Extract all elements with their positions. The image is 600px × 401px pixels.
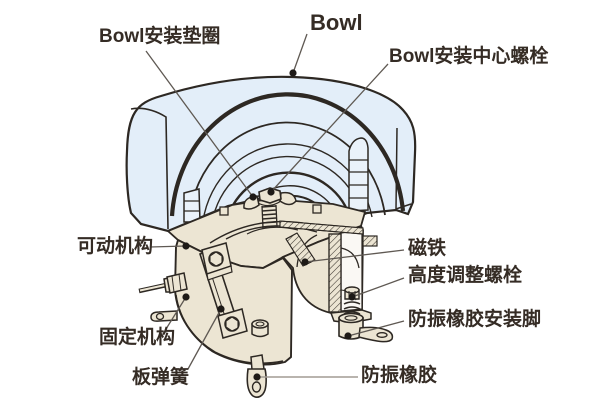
label-vibration-rubber: 防振橡胶 (361, 365, 438, 386)
leaf-spring-part (198, 242, 248, 339)
label-leaf-spring: 板弹簧 (132, 367, 190, 388)
bowl-track-step-right (348, 137, 369, 212)
bowl-track-step-left (183, 188, 201, 223)
label-fixed-mechanism: 固定机构 (99, 327, 176, 348)
vibration-rubber-part (246, 354, 267, 398)
bottom-nut (251, 319, 269, 338)
label-bowl-washer: Bowl安装垫圈 (99, 26, 221, 47)
coil-terminal (362, 235, 378, 247)
power-cable (138, 272, 188, 294)
label-bowl-center-bolt: Bowl安装中心螺栓 (389, 46, 549, 67)
label-vibration-rubber-foot: 防振橡胶安装脚 (408, 309, 542, 330)
leader-lines (145, 33, 405, 381)
plate-section-hatch (279, 220, 364, 235)
label-bowl: Bowl (310, 10, 363, 35)
label-height-adjust-bolt: 高度调整螺栓 (408, 265, 523, 286)
magnet-core-hatch (328, 233, 342, 313)
label-magnet: 磁铁 (408, 238, 447, 259)
magnet-lamination-hatch (285, 232, 316, 267)
label-movable-mechanism: 可动机构 (77, 236, 154, 257)
left-mounting-tab (150, 310, 178, 322)
